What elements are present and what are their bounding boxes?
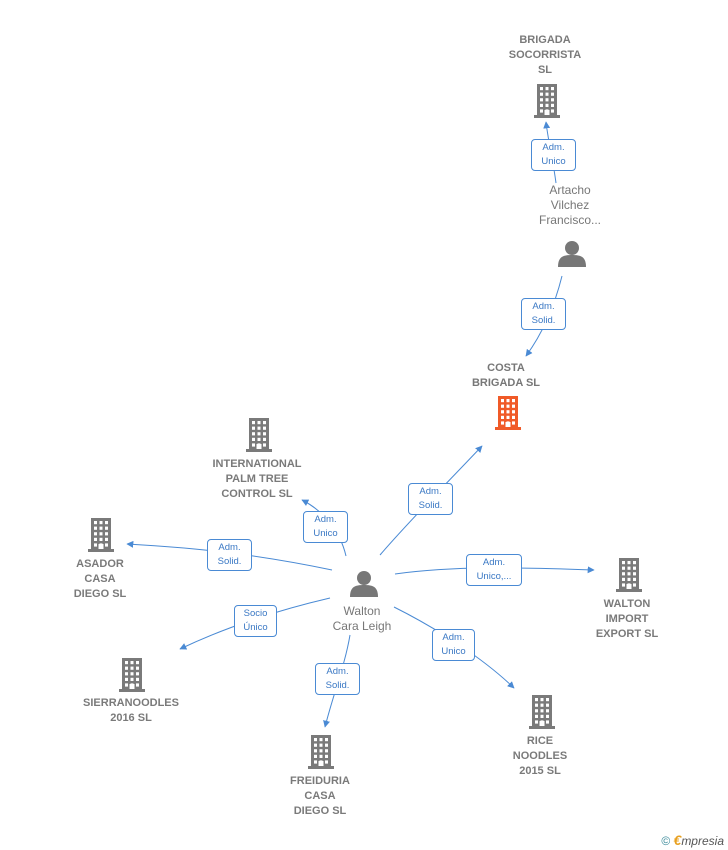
building-icon-rice[interactable] (529, 695, 555, 729)
edge-label-e1[interactable]: Adm. Unico (531, 139, 576, 171)
edge-label-e6[interactable]: Adm. Unico,... (466, 554, 522, 586)
node-icons (88, 84, 642, 769)
building-icon-international[interactable] (246, 418, 272, 452)
brand-name: mpresia (681, 834, 724, 848)
brand-footer: © €mpresia (661, 832, 724, 848)
edge-label-e4[interactable]: Adm. Unico (303, 511, 348, 543)
edge-label-e7[interactable]: Socio Único (234, 605, 277, 637)
node-label-costa[interactable]: COSTA BRIGADA SL (471, 362, 541, 389)
node-label-sierra[interactable]: SIERRANOODLES 2016 SL (83, 697, 179, 724)
person-icon-walton[interactable] (350, 571, 378, 597)
building-icon-brigada[interactable] (534, 84, 560, 118)
node-label-brigada[interactable]: BRIGADA SOCORRISTA SL (508, 34, 582, 76)
edge-label-e8[interactable]: Adm. Solid. (315, 663, 360, 695)
brand-initial: € (673, 832, 682, 848)
person-icon-artacho[interactable] (558, 241, 586, 267)
building-icon-sierra[interactable] (119, 658, 145, 692)
building-icon-costa[interactable] (495, 396, 521, 430)
edge-label-e9[interactable]: Adm. Unico (432, 629, 475, 661)
node-label-walton[interactable]: Walton Cara Leigh (332, 604, 392, 633)
node-label-asador[interactable]: ASADOR CASA DIEGO SL (73, 558, 127, 600)
node-label-rice[interactable]: RICE NOODLES 2015 SL (512, 735, 568, 777)
edge-label-e3[interactable]: Adm. Solid. (408, 483, 453, 515)
node-label-artacho[interactable]: Artacho Vilchez Francisco... (538, 183, 601, 227)
building-icon-asador[interactable] (88, 518, 114, 552)
building-icon-walton-import[interactable] (616, 558, 642, 592)
node-label-international[interactable]: INTERNATIONAL PALM TREE CONTROL SL (212, 458, 302, 500)
edge-label-e5[interactable]: Adm. Solid. (207, 539, 252, 571)
node-label-freiduria[interactable]: FREIDURIA CASA DIEGO SL (290, 775, 350, 817)
node-label-walton-import[interactable]: WALTON IMPORT EXPORT SL (595, 598, 659, 640)
copyright-icon: © (661, 834, 671, 848)
edge-label-e2[interactable]: Adm. Solid. (521, 298, 566, 330)
building-icon-freiduria[interactable] (308, 735, 334, 769)
